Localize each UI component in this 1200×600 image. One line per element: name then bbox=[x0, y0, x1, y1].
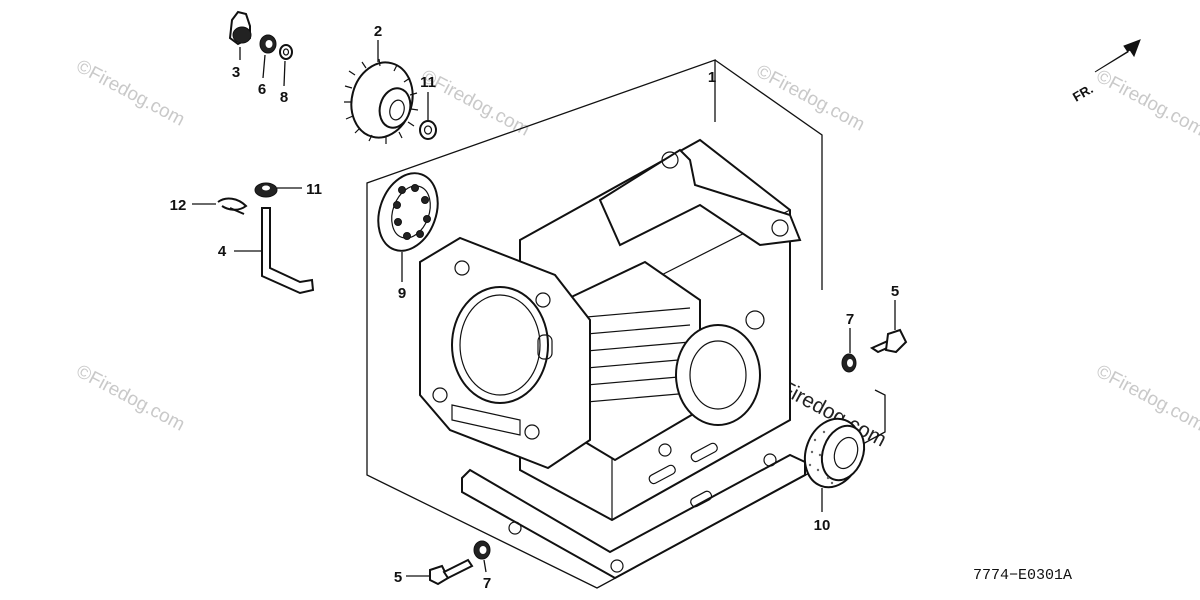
side-slot bbox=[648, 464, 676, 485]
head-bolt-hole bbox=[432, 387, 448, 403]
bolt-head bbox=[884, 328, 908, 354]
retaining-clip bbox=[217, 197, 248, 215]
callout-10: 10 bbox=[814, 517, 831, 534]
bearing-ball bbox=[411, 184, 419, 192]
cylinder-bore bbox=[451, 286, 549, 404]
watermark-text: ©Firedog.com bbox=[1093, 361, 1200, 436]
base-bolt-hole bbox=[508, 521, 522, 535]
washer-11-mid bbox=[254, 182, 278, 198]
side-slot bbox=[690, 442, 718, 463]
assembly-outline-upper bbox=[714, 59, 823, 290]
cooling-fin bbox=[574, 358, 691, 370]
callout-5-right: 5 bbox=[891, 283, 899, 300]
cylinder-block bbox=[419, 138, 806, 580]
crankshaft-bore-inner bbox=[689, 340, 747, 410]
governor-arm bbox=[261, 207, 315, 295]
bracket-hole bbox=[661, 151, 679, 169]
crankshaft-bore bbox=[675, 324, 761, 426]
washer-hole bbox=[423, 125, 433, 135]
pin-flange bbox=[232, 26, 252, 44]
callout-2: 2 bbox=[374, 23, 382, 40]
callout-1: 1 bbox=[708, 69, 716, 86]
cooling-fin bbox=[574, 341, 691, 353]
bearing-ball bbox=[393, 201, 401, 209]
callout-4: 4 bbox=[218, 243, 227, 260]
gear-hub bbox=[378, 87, 412, 129]
bearing-ball bbox=[394, 218, 402, 226]
front-arrow-icon bbox=[1094, 39, 1141, 73]
callout-layer: 1 2 3 4 5 5 6 7 7 8 9 10 11 11 12 bbox=[170, 23, 900, 592]
leader-line-7-bottom bbox=[483, 559, 487, 573]
callout-7-right: 7 bbox=[846, 311, 854, 328]
washer-6 bbox=[259, 34, 277, 54]
washer-8-hole bbox=[282, 48, 290, 56]
flange-bolt-bottom bbox=[429, 558, 474, 586]
cooling-fin bbox=[574, 324, 691, 336]
governor-gear bbox=[344, 58, 419, 144]
clip-loop bbox=[217, 197, 248, 211]
bearing-ball bbox=[423, 215, 431, 223]
oil-seal bbox=[803, 417, 866, 489]
diagram-code: 7774−E0301A bbox=[973, 567, 1072, 584]
base-bolt-hole bbox=[610, 559, 624, 573]
bearing-ball bbox=[403, 232, 411, 240]
boss-hole bbox=[745, 310, 765, 330]
washer-8 bbox=[279, 44, 293, 60]
bearing-ball bbox=[421, 196, 429, 204]
cooling-fin bbox=[574, 375, 691, 387]
head-bolt-hole bbox=[524, 424, 540, 440]
upper-bracket bbox=[598, 148, 802, 247]
leader-line-8 bbox=[283, 60, 286, 87]
washer-7-hole bbox=[847, 359, 853, 367]
watermark-text: ©Firedog.com bbox=[73, 361, 188, 436]
boss-hole bbox=[763, 453, 777, 467]
washer-7-hole bbox=[479, 546, 487, 554]
callout-3: 3 bbox=[232, 64, 240, 81]
flange-bolt-right bbox=[869, 328, 908, 354]
front-marker-label: FR. bbox=[1070, 81, 1096, 104]
cylinder-bore-inner bbox=[459, 294, 541, 396]
watermark-text: ©Firedog.com bbox=[1093, 66, 1200, 141]
gear-bore bbox=[389, 99, 405, 121]
washer-top bbox=[419, 120, 437, 140]
callout-7-bottom: 7 bbox=[483, 575, 491, 592]
arm-rod bbox=[261, 207, 315, 295]
head-bolt-hole bbox=[454, 260, 470, 276]
bearing-ball bbox=[416, 230, 424, 238]
cooling-fin bbox=[574, 392, 691, 404]
callout-11-mid: 11 bbox=[306, 181, 322, 198]
bolt-head bbox=[429, 564, 450, 586]
callout-6: 6 bbox=[258, 81, 266, 98]
callout-5-bottom: 5 bbox=[394, 569, 402, 586]
watermark-text: ©Firedog.com bbox=[73, 56, 188, 131]
callout-12: 12 bbox=[170, 197, 187, 214]
cooling-fin bbox=[574, 307, 691, 319]
seal-bore bbox=[833, 436, 859, 470]
clip-tail bbox=[229, 207, 245, 215]
washer-7-right bbox=[841, 353, 857, 373]
washer-11-hole bbox=[262, 185, 270, 191]
washer-6-hole bbox=[265, 40, 273, 48]
washer-ring bbox=[419, 120, 437, 140]
assembly-outline bbox=[366, 59, 886, 589]
washer-7-bottom bbox=[473, 540, 491, 560]
boss-hole bbox=[658, 443, 672, 457]
leader-line-6 bbox=[262, 54, 266, 79]
callout-9: 9 bbox=[398, 285, 406, 302]
washer-8-ring bbox=[279, 44, 293, 60]
callout-8: 8 bbox=[280, 89, 288, 106]
flange-slot bbox=[537, 334, 553, 360]
bearing-ball bbox=[398, 186, 406, 194]
bolt-shank bbox=[442, 558, 474, 580]
governor-pin bbox=[228, 10, 252, 46]
bracket-hole bbox=[771, 219, 789, 237]
gear-teeth bbox=[344, 58, 419, 144]
side-slot bbox=[690, 490, 713, 508]
ball-bearing bbox=[377, 172, 439, 252]
flange-recess bbox=[451, 404, 521, 436]
head-bolt-hole bbox=[535, 292, 551, 308]
callout-11-top: 11 bbox=[420, 74, 436, 91]
